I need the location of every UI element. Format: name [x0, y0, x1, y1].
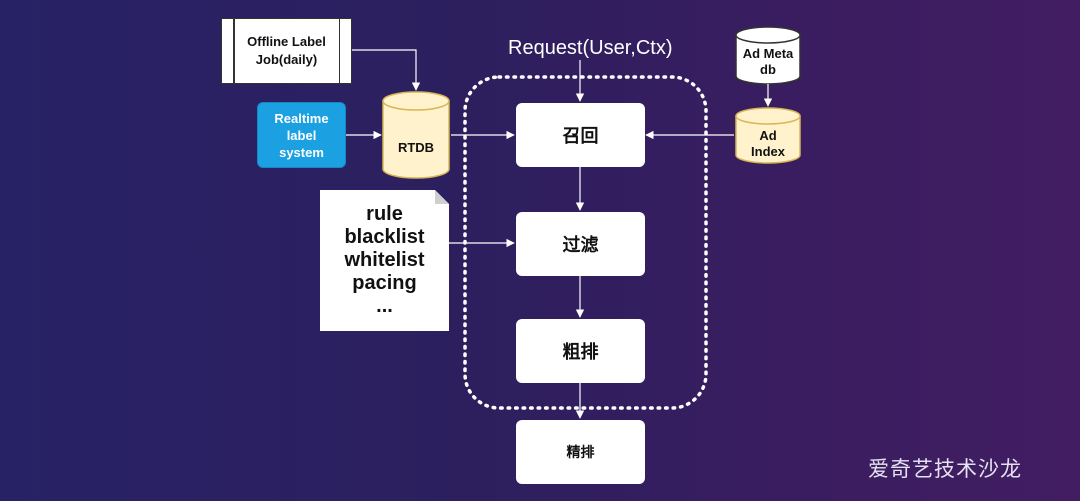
rules-note-item: ... [376, 295, 393, 317]
realtime-line1: Realtime [274, 110, 329, 126]
rtdb-database-icon [382, 91, 450, 179]
realtime-line2: label [286, 127, 317, 143]
ad-meta-line2: db [760, 62, 776, 77]
offline-job-line1: Offline Label [247, 34, 326, 49]
stage-filter: 过滤 [516, 212, 645, 276]
offline-label-job-box: Offline Label Job(daily) [221, 18, 352, 84]
edge-offline-to-rtdb [352, 49, 421, 91]
ad-meta-line1: Ad Meta [742, 46, 794, 61]
watermark-text: 爱奇艺技术沙龙 [868, 457, 1022, 481]
offline-job-line2: Job(daily) [255, 52, 318, 67]
rtdb-label: RTDB [397, 140, 435, 155]
rules-note-item: pacing [352, 272, 417, 294]
rules-note-item: whitelist [344, 249, 425, 271]
realtime-label-system-box: Realtime label system [257, 102, 346, 168]
ad-meta-database-icon [735, 26, 801, 85]
stage-coarse-rank: 粗排 [516, 319, 645, 383]
rules-note: rule blacklist whitelist pacing ... [320, 190, 449, 331]
ad-index-label: Ad Index [736, 126, 800, 162]
rules-note-item: rule [366, 203, 403, 225]
ad-index-database-icon [735, 107, 801, 164]
request-label: Request(User,Ctx) [508, 37, 673, 59]
ad-meta-db-label: Ad Meta db [736, 44, 800, 80]
ad-index-line2: Index [751, 144, 785, 159]
ad-index-line1: Ad [759, 128, 777, 143]
stage-recall: 召回 [516, 103, 645, 167]
stage-fine-rank: 精排 [516, 420, 645, 484]
rules-note-item: blacklist [344, 226, 425, 248]
realtime-line3: system [279, 144, 324, 160]
